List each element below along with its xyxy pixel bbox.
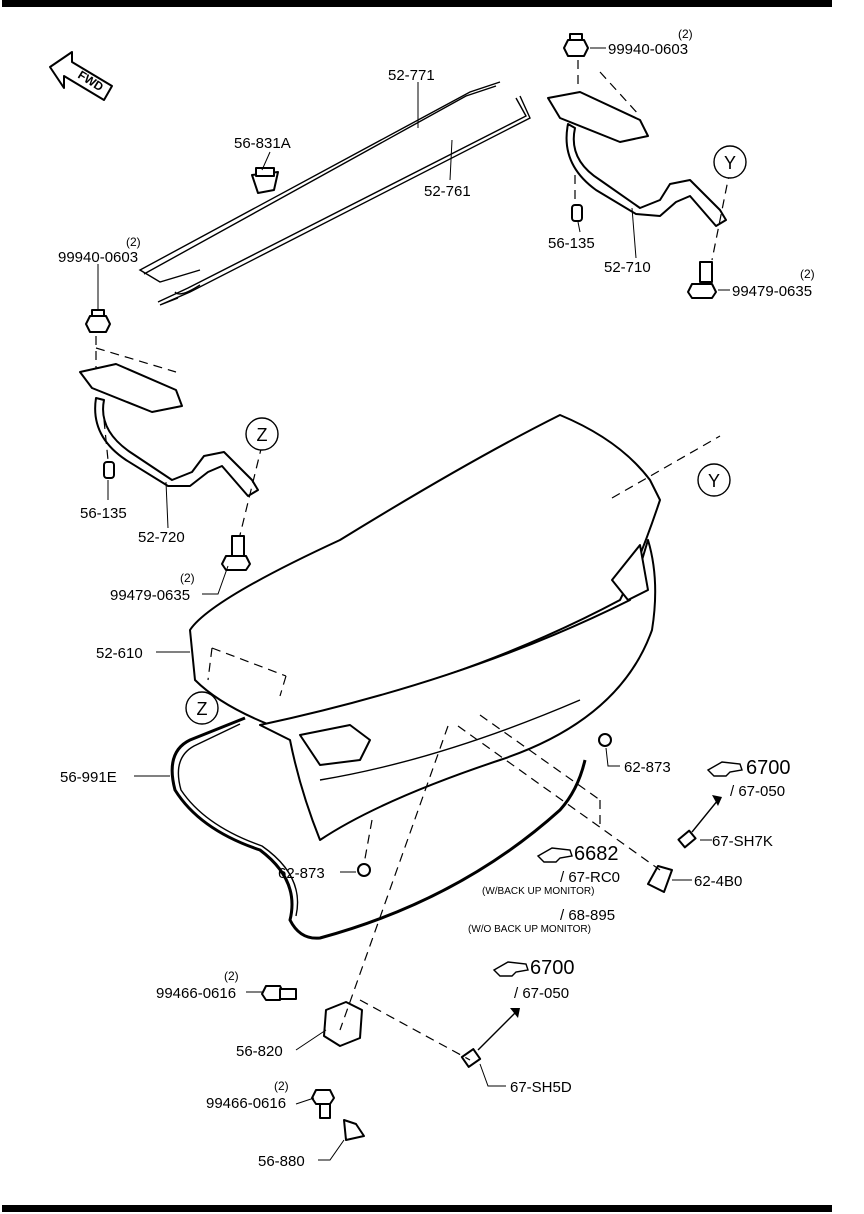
pointing-hand-icon <box>492 961 529 977</box>
qty-nut-left: (2) <box>126 235 141 249</box>
nut-top-icon <box>563 33 589 57</box>
label-switch-sh7k: 67-SH7K <box>712 833 773 850</box>
hinge-left <box>79 363 259 497</box>
bolt-left-icon <box>221 535 251 571</box>
top-border <box>2 0 832 7</box>
label-bolt-left: 99479-0635 <box>110 587 190 604</box>
marker-z-hinge: Z <box>245 417 279 451</box>
qty-bolt-616b: (2) <box>274 1079 289 1093</box>
grommet-right-icon <box>571 204 583 222</box>
bottom-border <box>2 1205 832 1212</box>
bolt-right-icon <box>687 261 717 299</box>
ref-6700-a-fig: 6700 <box>746 757 791 779</box>
pointing-hand-icon <box>536 847 573 863</box>
striker-icon <box>343 1119 365 1141</box>
qty-bolt-right: (2) <box>800 267 815 281</box>
label-clip-left: 62-873 <box>278 865 325 882</box>
ref-6682-fig: 6682 <box>574 843 619 865</box>
clip-right-icon <box>598 733 612 747</box>
label-latch: 56-820 <box>236 1043 283 1060</box>
clip-left-icon <box>357 863 371 877</box>
fwd-arrow-icon: FWD <box>49 51 113 101</box>
pointing-hand-icon <box>706 761 743 777</box>
label-clip-right: 62-873 <box>624 759 671 776</box>
label-grommet-left: 56-135 <box>80 505 127 522</box>
label-hinge-710: 52-710 <box>604 259 651 276</box>
trunk-lid <box>189 414 661 841</box>
ref-6700-b[interactable]: 6700 / 67-050 <box>492 957 575 1002</box>
label-bolt-616a: 99466-0616 <box>156 985 236 1002</box>
label-trunk-lid: 52-610 <box>96 645 143 662</box>
label-nut-top: 99940-0603 <box>608 41 688 58</box>
support-wires <box>138 81 531 306</box>
bolt-616a-icon <box>261 985 297 1001</box>
hinge-right <box>547 91 727 227</box>
ref-6682-note1: (W/BACK UP MONITOR) <box>482 886 594 897</box>
leader-lines <box>97 47 730 1161</box>
ref-6682[interactable]: 6682 / 67-RC0 (W/BACK UP MONITOR) / 68-8… <box>468 843 620 935</box>
cap-part <box>251 167 279 194</box>
label-seal: 56-991E <box>60 769 117 786</box>
marker-z-lid: Z <box>185 691 219 725</box>
label-bolt-right: 99479-0635 <box>732 283 812 300</box>
latch-icon <box>323 1001 363 1047</box>
label-wire-761: 52-761 <box>424 183 471 200</box>
bolt-616b-icon <box>311 1089 335 1119</box>
weatherstrip-seal <box>170 716 587 940</box>
qty-nut-top: (2) <box>678 27 693 41</box>
svg-text:Z: Z <box>197 699 208 719</box>
svg-text:Y: Y <box>708 471 720 491</box>
label-cap-831a: 56-831A <box>234 135 291 152</box>
qty-bolt-left: (2) <box>180 571 195 585</box>
switch-sh5d-icon <box>460 1008 520 1068</box>
label-grommet-right: 56-135 <box>548 235 595 252</box>
svg-text:Y: Y <box>724 153 736 173</box>
ref-6682-sub2: / 68-895 <box>560 907 615 924</box>
label-hinge-720: 52-720 <box>138 529 185 546</box>
label-bolt-616b: 99466-0616 <box>206 1095 286 1112</box>
ref-6700-b-sub: / 67-050 <box>514 985 569 1002</box>
ref-6682-note2: (W/O BACK UP MONITOR) <box>468 924 591 935</box>
ref-6700-b-fig: 6700 <box>530 957 575 979</box>
ref-6700-a[interactable]: 6700 / 67-050 <box>706 757 791 800</box>
label-wire-771: 52-771 <box>388 67 435 84</box>
nut-left-icon <box>85 309 111 333</box>
bracket-4b0-icon <box>647 865 673 893</box>
assembly-lines <box>95 60 731 1061</box>
svg-text:Z: Z <box>257 425 268 445</box>
marker-y-top: Y <box>713 145 747 179</box>
marker-y-lid: Y <box>697 463 731 497</box>
ref-6700-a-sub: / 67-050 <box>730 783 785 800</box>
switch-sh7k-icon <box>677 795 722 849</box>
label-nut-left: 99940-0603 <box>58 249 138 266</box>
grommet-left-icon <box>103 461 115 479</box>
label-striker: 56-880 <box>258 1153 305 1170</box>
qty-bolt-616a: (2) <box>224 969 239 983</box>
ref-6682-sub1: / 67-RC0 <box>560 869 620 886</box>
label-bracket-4b0: 62-4B0 <box>694 873 742 890</box>
label-switch-sh5d: 67-SH5D <box>510 1079 572 1096</box>
